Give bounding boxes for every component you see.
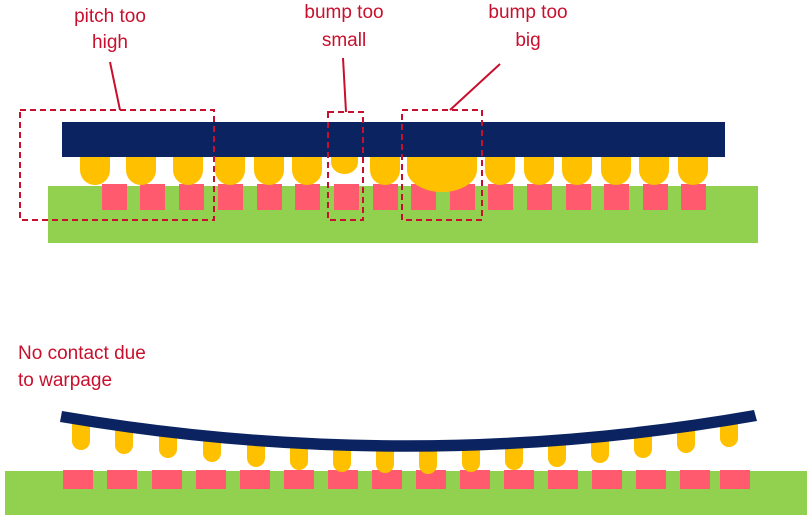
warp-label-line2: to warpage bbox=[18, 370, 112, 391]
bump bbox=[524, 150, 554, 185]
bump bbox=[639, 150, 669, 185]
pad bbox=[196, 470, 226, 489]
big-bump-box bbox=[401, 109, 483, 221]
warp-label-line1: No contact due bbox=[18, 343, 146, 364]
top-pads bbox=[102, 184, 706, 210]
bump bbox=[678, 150, 708, 185]
pad bbox=[102, 184, 127, 210]
pad bbox=[334, 184, 359, 210]
small-leader bbox=[342, 57, 347, 113]
pad bbox=[328, 470, 358, 489]
bump bbox=[562, 150, 592, 185]
pad bbox=[179, 184, 204, 210]
pad bbox=[63, 470, 93, 489]
annotations bbox=[19, 109, 483, 221]
pad bbox=[218, 184, 243, 210]
big-leader bbox=[449, 63, 501, 111]
pad bbox=[592, 470, 622, 489]
top-assembly bbox=[48, 122, 758, 243]
bottom-assembly bbox=[5, 410, 807, 515]
pad bbox=[504, 470, 534, 489]
bump bbox=[215, 150, 245, 185]
bump bbox=[72, 422, 90, 450]
bump bbox=[115, 426, 133, 454]
pad bbox=[720, 470, 750, 489]
bottom-substrate bbox=[5, 471, 807, 515]
bump bbox=[126, 150, 156, 185]
big-label-line1: bump too bbox=[488, 2, 567, 23]
bump bbox=[720, 420, 738, 447]
bump bbox=[254, 150, 284, 185]
pad bbox=[527, 184, 552, 210]
pad bbox=[548, 470, 578, 489]
pad bbox=[372, 470, 402, 489]
top-chip bbox=[62, 122, 725, 157]
pitch-label-line1: pitch too bbox=[74, 6, 146, 27]
pad bbox=[107, 470, 137, 489]
pad bbox=[257, 184, 282, 210]
big-label-line2: big bbox=[515, 30, 540, 51]
pad bbox=[284, 470, 314, 489]
pad bbox=[240, 470, 270, 489]
pad bbox=[295, 184, 320, 210]
bump bbox=[292, 150, 322, 185]
pitch-leader bbox=[109, 61, 121, 111]
bump bbox=[173, 150, 203, 185]
pad bbox=[604, 184, 629, 210]
bottom-pads bbox=[63, 470, 750, 489]
pitch-box bbox=[19, 109, 215, 221]
pad bbox=[681, 184, 706, 210]
pad bbox=[636, 470, 666, 489]
pitch-label-line2: high bbox=[92, 32, 128, 53]
warped-chip bbox=[60, 410, 757, 452]
pad bbox=[460, 470, 490, 489]
small-label-line2: small bbox=[322, 30, 366, 51]
pad bbox=[566, 184, 591, 210]
pad bbox=[373, 184, 398, 210]
big-bump bbox=[407, 150, 477, 192]
bump bbox=[601, 150, 631, 185]
pad bbox=[680, 470, 710, 489]
bump bbox=[80, 150, 110, 185]
small-label-line1: bump too bbox=[304, 2, 383, 23]
pad bbox=[643, 184, 668, 210]
top-bumps bbox=[80, 150, 708, 192]
bump bbox=[485, 150, 515, 185]
annotation-leaders bbox=[109, 57, 501, 113]
pad bbox=[152, 470, 182, 489]
small-bump-box bbox=[327, 111, 364, 221]
bump bbox=[370, 150, 400, 185]
pad bbox=[488, 184, 513, 210]
pad bbox=[416, 470, 446, 489]
pad bbox=[140, 184, 165, 210]
